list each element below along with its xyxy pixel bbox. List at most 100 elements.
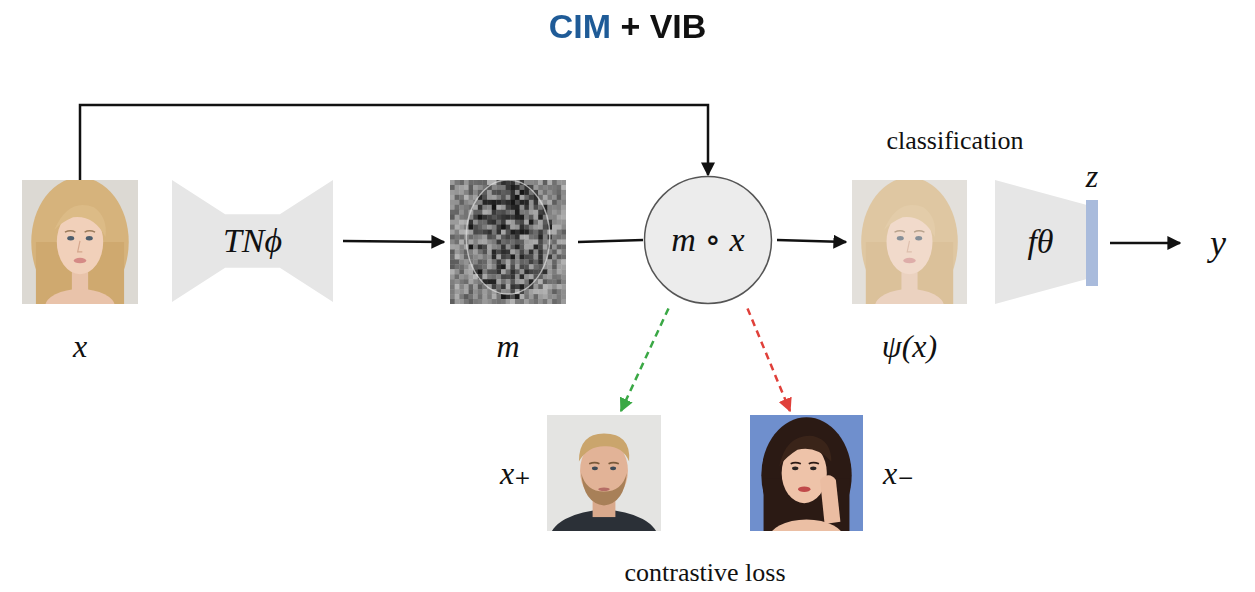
- portrait-part: [520, 195, 525, 200]
- portrait-part: [520, 244, 525, 249]
- image-symbol: z: [1086, 160, 1098, 192]
- portrait-part: [552, 180, 557, 185]
- portrait-image: [450, 180, 566, 304]
- portrait-part: [473, 230, 478, 235]
- portrait-part: [469, 200, 474, 205]
- portrait-part: [552, 264, 557, 269]
- input-image: x: [22, 180, 138, 304]
- portrait-part: [450, 200, 455, 205]
- portrait-part: [547, 269, 552, 274]
- portrait-part: [464, 190, 469, 195]
- portrait-part: [492, 230, 497, 235]
- portrait-part: [469, 274, 474, 279]
- portrait-part: [538, 185, 543, 190]
- portrait-part: [529, 274, 534, 279]
- portrait-part: [506, 299, 511, 304]
- portrait-part: [455, 235, 460, 240]
- portrait: [547, 415, 661, 531]
- portrait: [450, 180, 566, 304]
- negative-image: x₋: [750, 415, 863, 531]
- portrait-part: [529, 230, 534, 235]
- portrait-part: [459, 215, 464, 220]
- portrait-part: [543, 180, 548, 185]
- portrait-part: [478, 230, 483, 235]
- portrait-part: [496, 225, 501, 230]
- portrait-part: [547, 274, 552, 279]
- portrait-part: [598, 487, 609, 491]
- portrait-part: [455, 279, 460, 284]
- portrait-part: [543, 235, 548, 240]
- portrait-part: [520, 235, 525, 240]
- portrait-part: [455, 185, 460, 190]
- portrait-part: [455, 210, 460, 215]
- portrait-part: [510, 264, 515, 269]
- portrait-part: [455, 294, 460, 299]
- portrait-part: [534, 225, 539, 230]
- portrait-part: [552, 294, 557, 299]
- portrait-part: [492, 284, 497, 289]
- portrait-part: [524, 269, 529, 274]
- portrait-part: [459, 205, 464, 210]
- portrait-part: [510, 284, 515, 289]
- portrait-part: [506, 264, 511, 269]
- portrait-part: [561, 284, 566, 289]
- image-symbol: ψ(x): [882, 330, 937, 362]
- portrait-part: [547, 284, 552, 289]
- portrait-part: [534, 215, 539, 220]
- portrait-part: [450, 185, 455, 190]
- portrait-part: [478, 235, 483, 240]
- portrait-part: [501, 279, 506, 284]
- portrait-part: [487, 190, 492, 195]
- portrait-part: [496, 264, 501, 269]
- portrait-part: [482, 235, 487, 240]
- portrait-part: [496, 274, 501, 279]
- portrait-part: [515, 200, 520, 205]
- portrait-part: [547, 294, 552, 299]
- portrait-part: [455, 254, 460, 259]
- portrait-part: [459, 299, 464, 304]
- portrait-part: [561, 220, 566, 225]
- portrait-part: [450, 254, 455, 259]
- portrait-part: [492, 294, 497, 299]
- portrait-part: [547, 415, 661, 531]
- portrait-part: [473, 190, 478, 195]
- portrait-part: [515, 220, 520, 225]
- portrait-part: [524, 264, 529, 269]
- portrait-part: [496, 230, 501, 235]
- portrait-part: [552, 195, 557, 200]
- portrait-part: [610, 467, 616, 471]
- portrait-part: [487, 254, 492, 259]
- portrait-part: [520, 269, 525, 274]
- portrait-part: [561, 190, 566, 195]
- portrait-part: [529, 205, 534, 210]
- portrait-part: [510, 279, 515, 284]
- portrait-part: [552, 269, 557, 274]
- portrait-part: [487, 244, 492, 249]
- portrait-part: [524, 235, 529, 240]
- portrait-part: [487, 274, 492, 279]
- portrait-part: [469, 284, 474, 289]
- portrait-part: [506, 180, 511, 185]
- portrait-part: [492, 274, 497, 279]
- portrait-part: [482, 289, 487, 294]
- portrait-part: [473, 254, 478, 259]
- portrait-part: [501, 200, 506, 205]
- portrait-part: [464, 264, 469, 269]
- portrait-part: [487, 195, 492, 200]
- portrait-part: [552, 235, 557, 240]
- portrait-part: [450, 190, 455, 195]
- portrait-part: [45, 289, 115, 304]
- portrait-part: [464, 269, 469, 274]
- portrait-part: [482, 195, 487, 200]
- portrait-part: [492, 244, 497, 249]
- portrait-part: [459, 225, 464, 230]
- portrait-part: [538, 299, 543, 304]
- portrait-part: [538, 235, 543, 240]
- portrait-part: [473, 210, 478, 215]
- portrait-part: [552, 190, 557, 195]
- portrait-part: [482, 294, 487, 299]
- portrait-part: [852, 180, 967, 304]
- portrait-part: [478, 269, 483, 274]
- portrait-part: [524, 210, 529, 215]
- transformed-image: ψ(x): [852, 180, 967, 304]
